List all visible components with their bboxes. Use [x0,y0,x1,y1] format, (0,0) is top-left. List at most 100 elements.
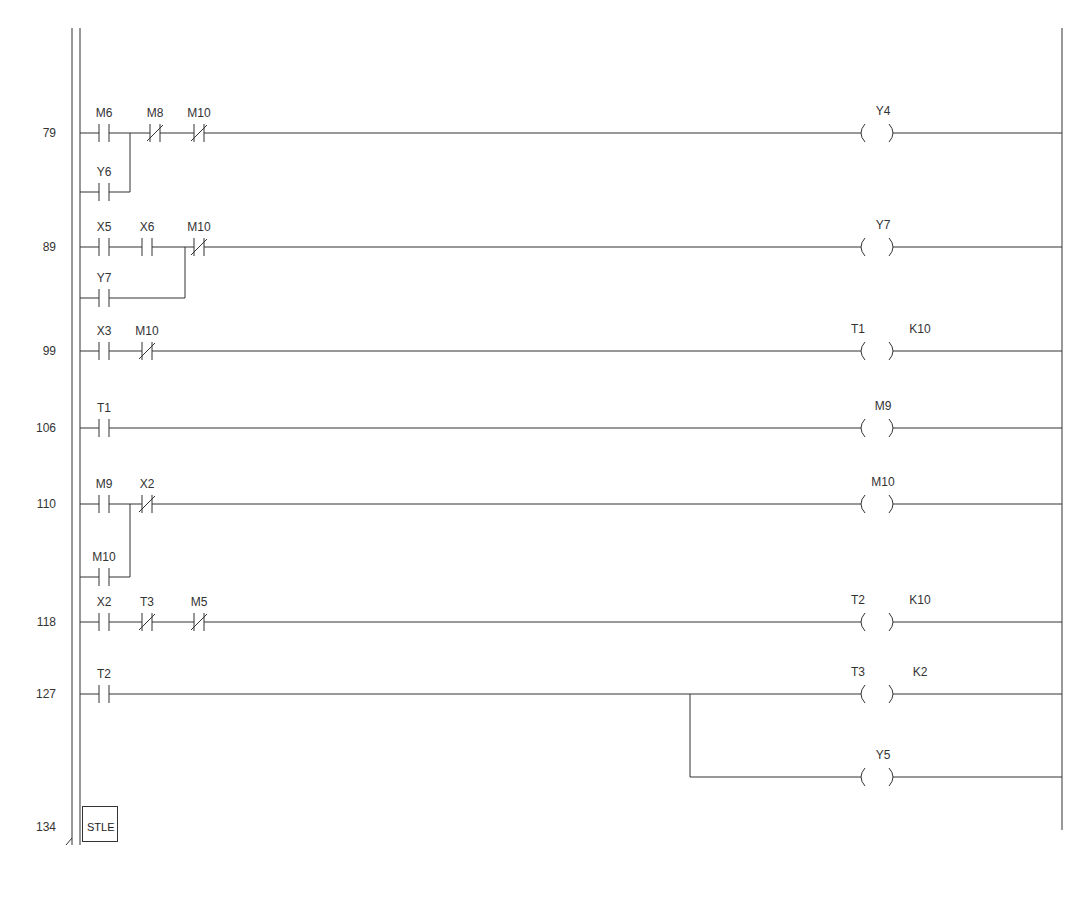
contact-bar [99,568,100,586]
contact-gap [99,123,109,143]
contact-bar [194,613,195,631]
contact-gap [99,237,109,257]
coil-label: T1 [851,322,865,336]
rung-number: 134 [36,820,56,834]
contact-bar [99,613,100,631]
contact-bar [152,495,153,513]
contact-bar [99,238,100,256]
contact-label: M9 [96,477,113,491]
contact-slash [147,125,163,141]
contact-label: Y7 [97,271,112,285]
wire [690,694,1062,777]
contact-gap [99,288,109,308]
coil-gap [861,765,893,789]
contact-slash [139,614,155,630]
contact-bar [99,685,100,703]
contact-bar [99,124,100,142]
contact-bar [109,342,110,360]
coil-arc [861,238,865,256]
coil-gap [861,339,893,363]
contact-bar [109,238,110,256]
contact-bar [204,124,205,142]
coil-gap [861,416,893,440]
contact-gap [99,567,109,587]
coil-label: Y5 [876,748,891,762]
coil-arc [889,342,893,360]
coil-gap [861,610,893,634]
contact-label: M8 [147,106,164,120]
contact-bar [150,124,151,142]
contact-label: M6 [96,106,113,120]
contact-label: T3 [140,595,154,609]
contact-bar [142,342,143,360]
coil-gap [861,492,893,516]
contact-bar [109,568,110,586]
coil-arc [889,124,893,142]
contact-bar [99,419,100,437]
coil-arc [889,685,893,703]
contact-label: T1 [97,401,111,415]
rung-wire [80,351,1062,352]
coil-arc [861,419,865,437]
contact-label: X3 [97,324,112,338]
contact-slash [191,125,207,141]
contact-label: M5 [191,595,208,609]
coil-label: T2 [851,593,865,607]
power-rail [1062,28,1063,830]
rung-wire [80,694,1062,695]
contact-bar [142,495,143,513]
contact-bar [99,183,100,201]
coil-arc [889,495,893,513]
coil-arc [861,613,865,631]
contact-slash [139,343,155,359]
contact-label: M10 [92,550,115,564]
coil-arc [889,768,893,786]
coil-arc [889,238,893,256]
timer-preset: K2 [913,665,928,679]
contact-label: X2 [140,477,155,491]
contact-bar [204,613,205,631]
rail-end [66,838,72,845]
contact-bar [99,495,100,513]
coil-arc [861,495,865,513]
contact-bar [142,613,143,631]
contact-label: X5 [97,220,112,234]
contact-label: M10 [135,324,158,338]
contact-bar [109,495,110,513]
contact-slash [191,614,207,630]
rung-number: 79 [43,126,56,140]
contact-gap [99,494,109,514]
rung-wire [80,504,1062,505]
contact-gap [99,418,109,438]
rung-wire [80,622,1062,623]
contact-slash [139,496,155,512]
power-rail [72,28,73,845]
contact-bar [109,183,110,201]
contact-label: X2 [97,595,112,609]
contact-bar [194,124,195,142]
coil-label: T3 [851,665,865,679]
wire [80,504,130,577]
coil-arc [889,419,893,437]
contact-label: Y6 [97,165,112,179]
contact-bar [194,238,195,256]
contact-bar [109,613,110,631]
timer-preset: K10 [909,322,930,336]
coil-arc [861,768,865,786]
contact-bar [152,342,153,360]
rung-number: 110 [37,497,56,511]
contact-gap [99,684,109,704]
contact-label: T2 [97,667,111,681]
coil-gap [861,121,893,145]
coil-arc [889,613,893,631]
contact-bar [142,238,143,256]
coil-label: M9 [875,399,892,413]
power-rail [80,28,81,845]
coil-arc [861,124,865,142]
rung-wire [80,133,1062,134]
coil-label: Y7 [876,218,891,232]
contact-slash [191,239,207,255]
coil-gap [861,235,893,259]
coil-gap [861,682,893,706]
